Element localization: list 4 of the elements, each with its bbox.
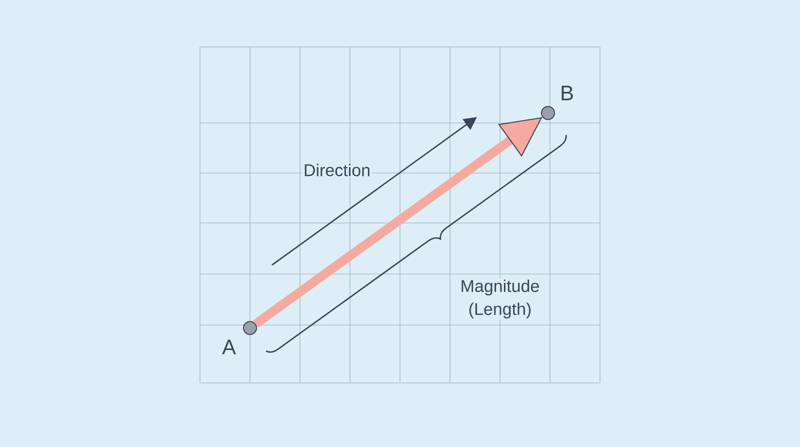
text-label: Magnitude (Length): [452, 278, 548, 320]
text-label: Direction: [302, 162, 372, 178]
point-label: B: [562, 86, 573, 100]
point-label: A: [222, 340, 236, 354]
